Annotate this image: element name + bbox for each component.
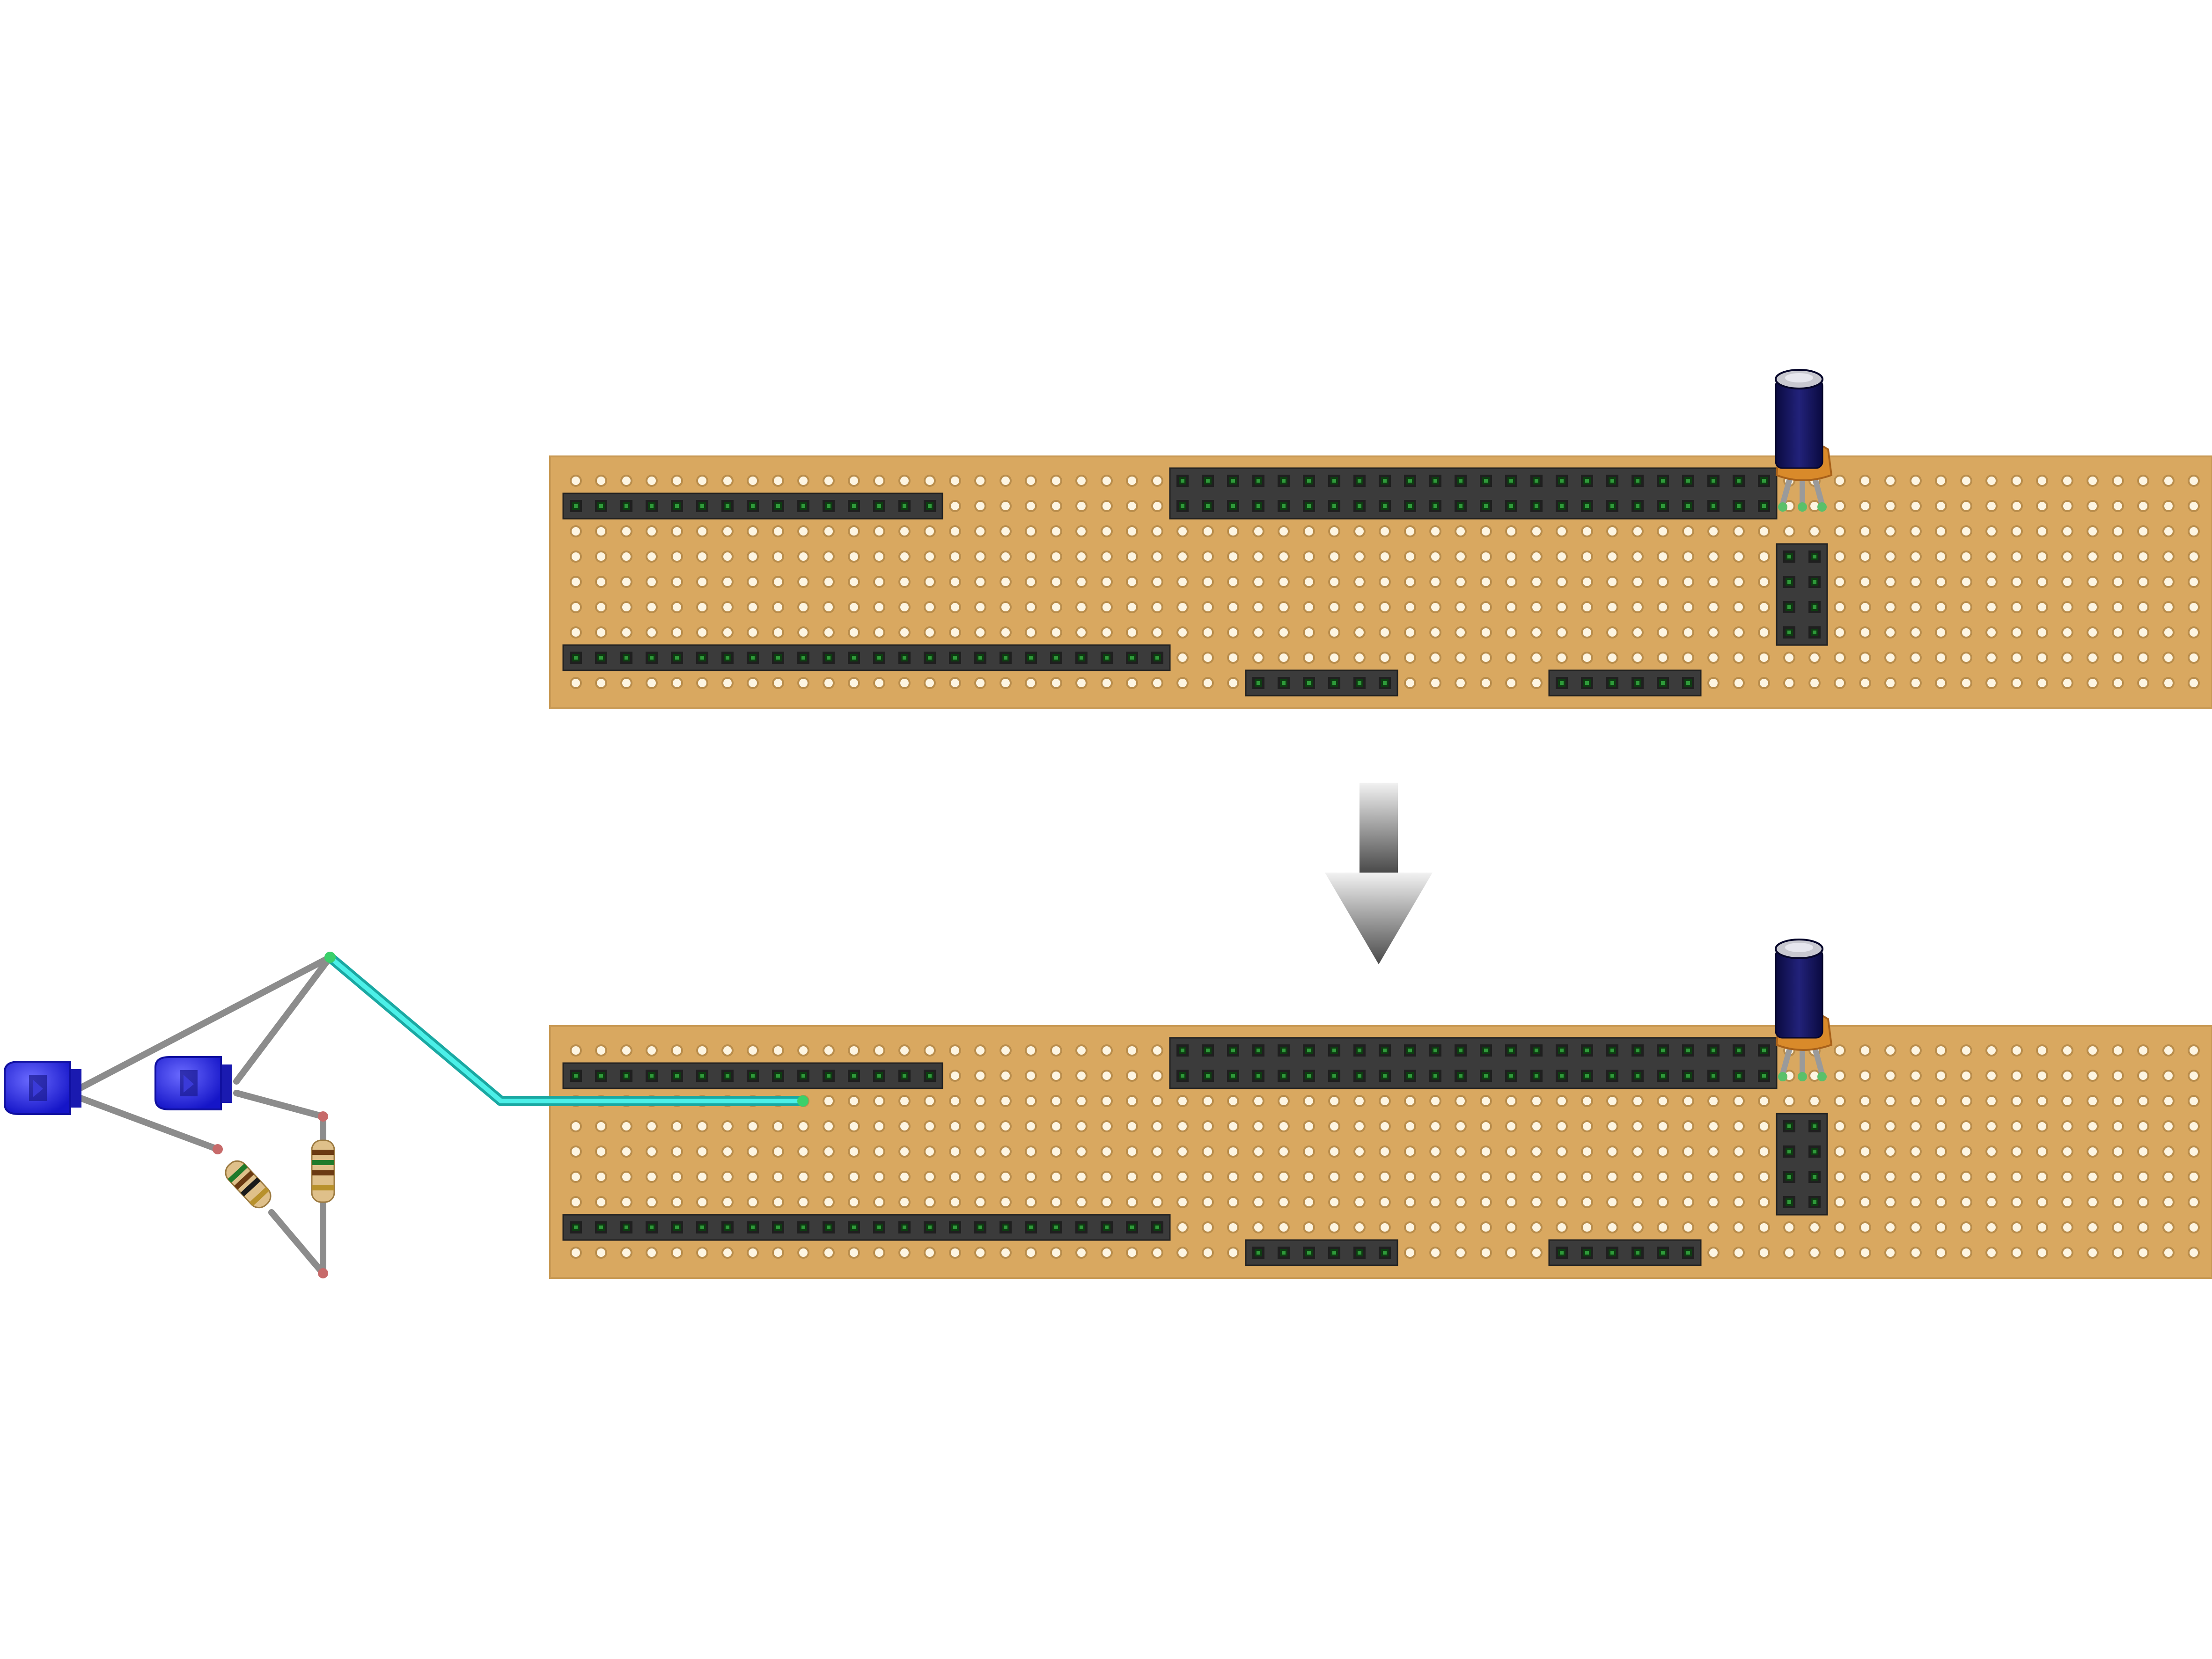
- board-holes: [570, 475, 2200, 689]
- board-holes: [570, 1044, 2200, 1259]
- female-header: [562, 1214, 1171, 1241]
- down-arrow-icon: [1325, 783, 1433, 964]
- component-leads: [76, 954, 333, 1277]
- resistor: [225, 1160, 272, 1209]
- led-resistor-assembly: [4, 952, 808, 1278]
- female-header: [1169, 1037, 1778, 1089]
- stripboard-after: [549, 939, 2212, 1279]
- stripboard-before: [549, 369, 2212, 709]
- female-header: [562, 644, 1171, 671]
- blue-led: [4, 1061, 81, 1115]
- female-header: [562, 492, 943, 520]
- resistor: [311, 1139, 335, 1203]
- female-header: [1245, 669, 1398, 697]
- female-header: [1776, 543, 1828, 646]
- female-header: [1245, 1239, 1398, 1266]
- female-header: [1548, 669, 1702, 697]
- electrolytic-capacitor: [1775, 369, 1823, 469]
- female-header: [1548, 1239, 1702, 1266]
- female-header: [1776, 1113, 1828, 1216]
- electrolytic-capacitor: [1775, 939, 1823, 1039]
- female-header: [1169, 467, 1778, 520]
- blue-led: [154, 1056, 232, 1110]
- female-header: [562, 1062, 943, 1089]
